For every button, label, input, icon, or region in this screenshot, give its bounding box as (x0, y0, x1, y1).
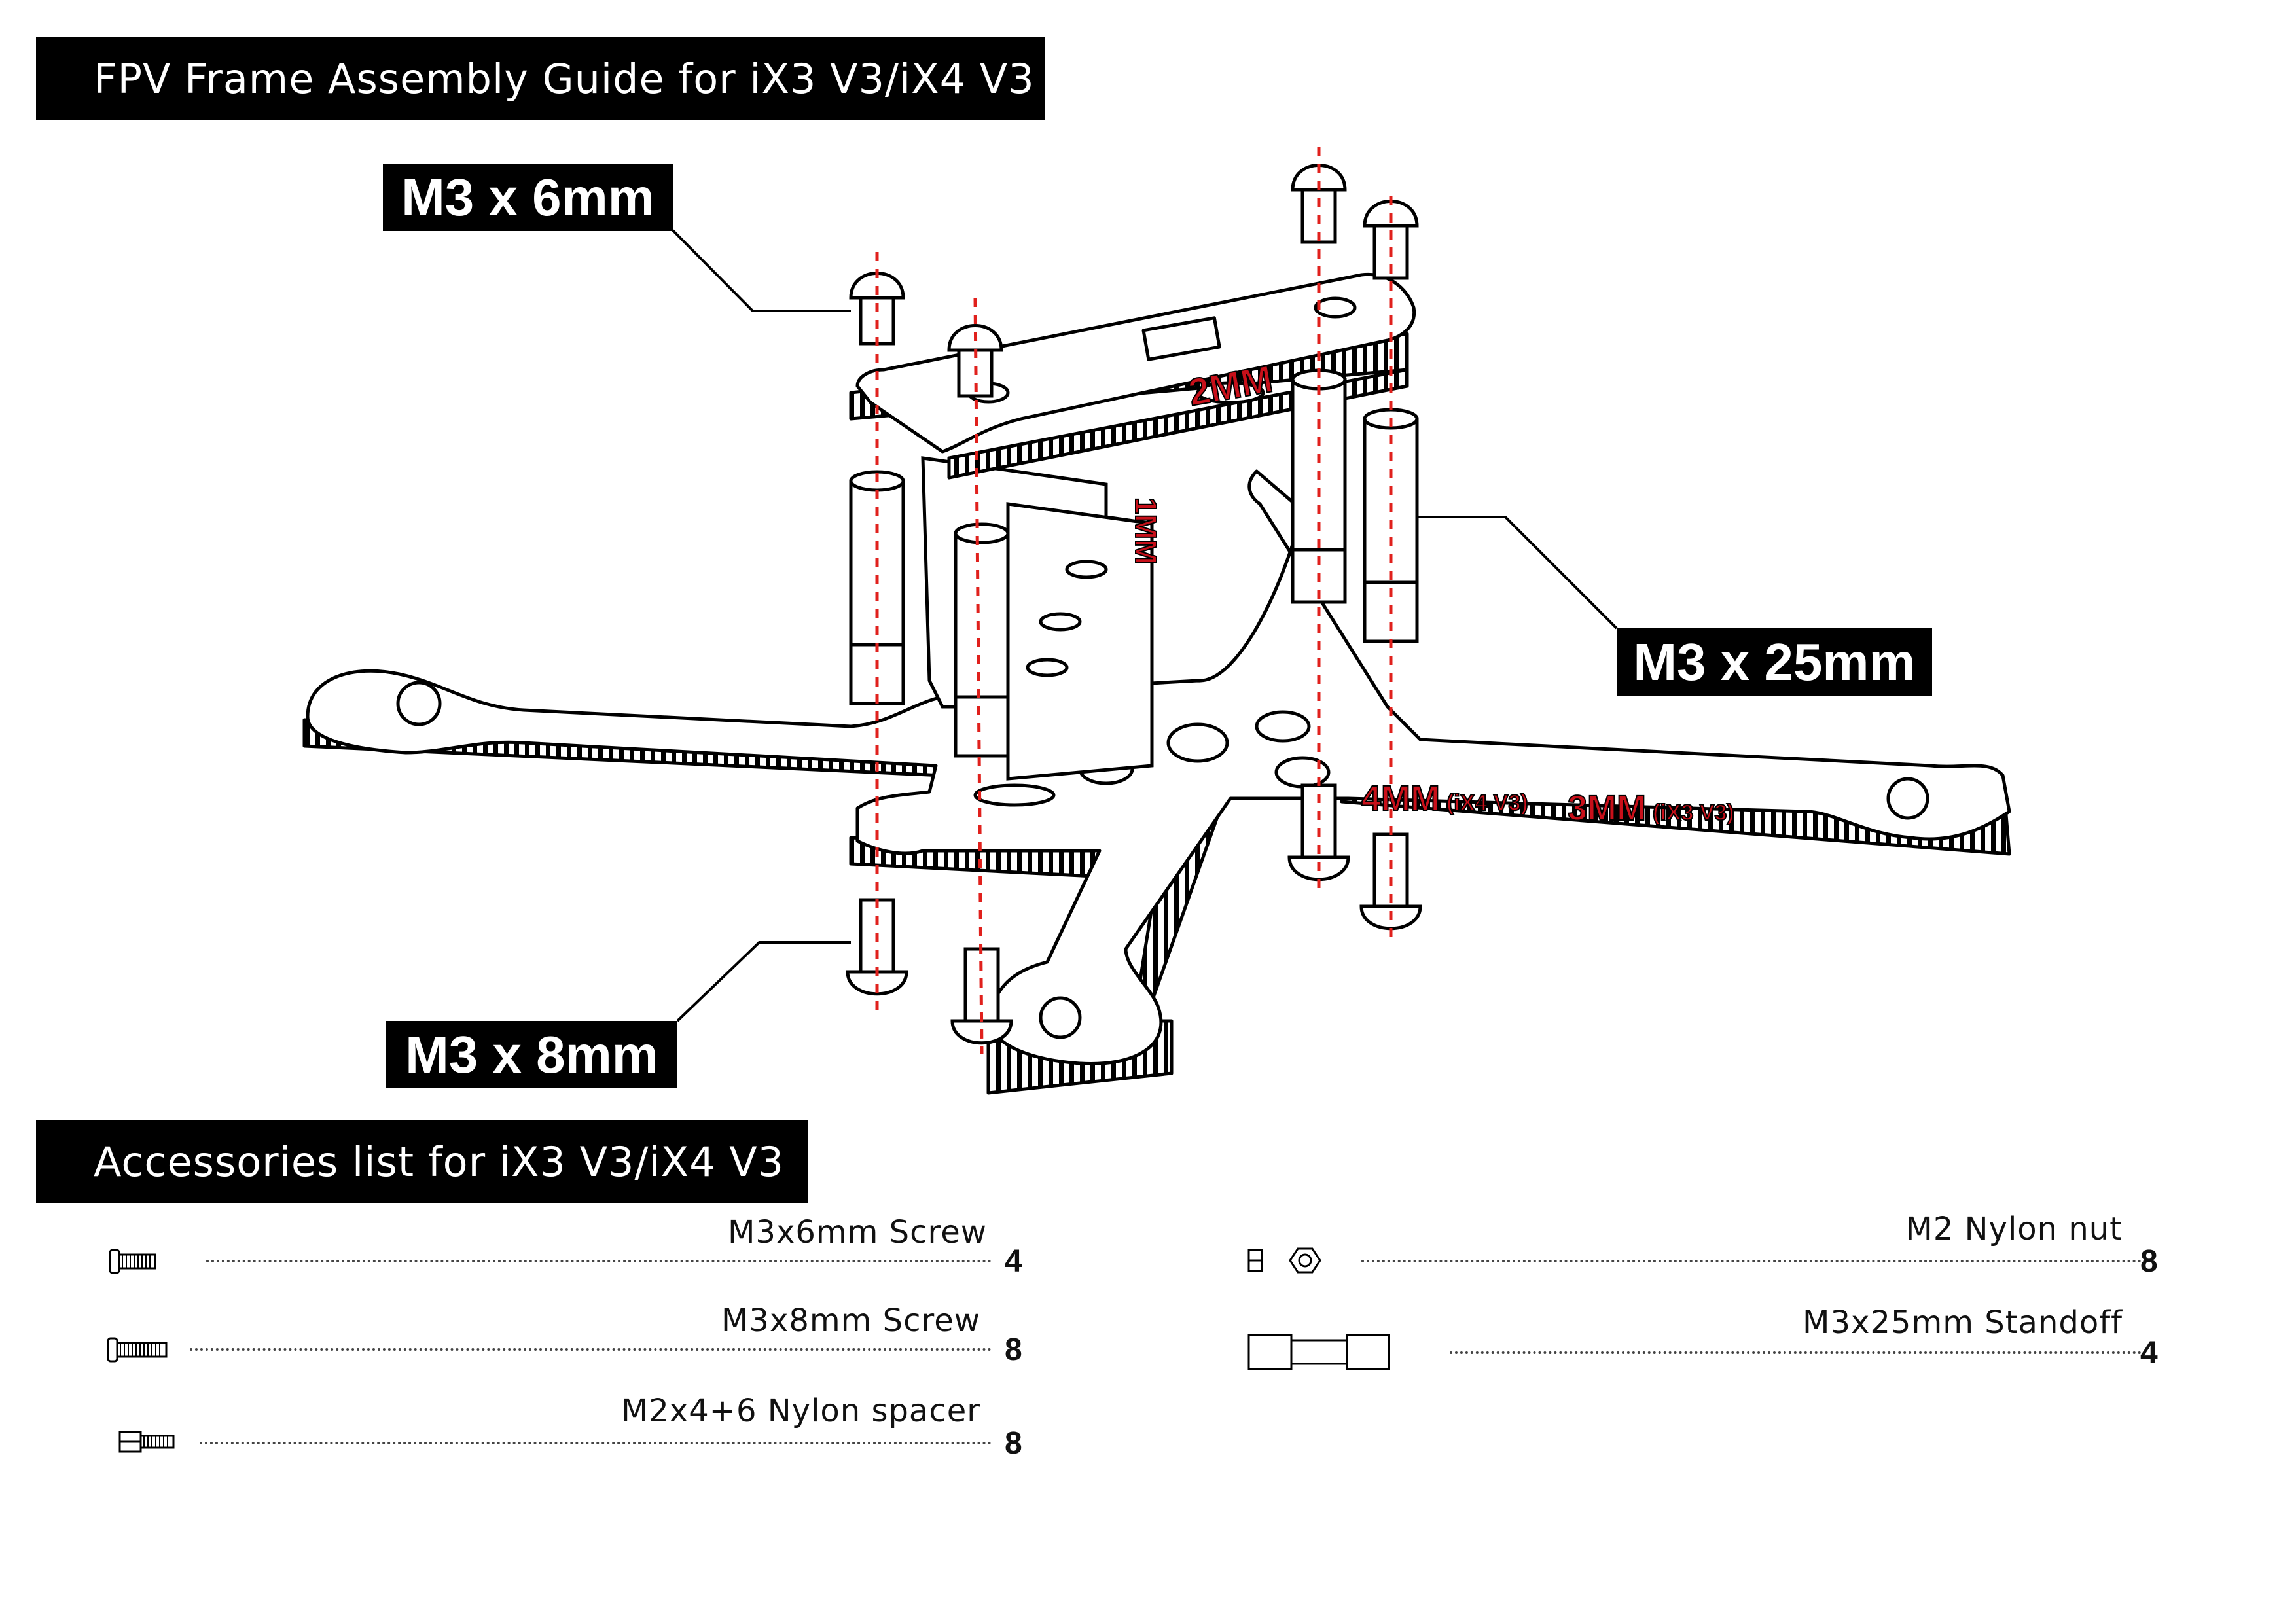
short-screw-icon (109, 1249, 156, 1274)
accessory-name: M2 Nylon nut (1905, 1211, 2123, 1247)
assembly-guide-title-banner: FPV Frame Assembly Guide for iX3 V3/iX4 … (36, 37, 1045, 120)
bottom-plate-and-arms (302, 469, 2011, 1095)
nylon-spacer-icon (118, 1431, 175, 1453)
arm-ix4-version-note: (iX4 V3) (1446, 791, 1528, 815)
accessory-quantity: 8 (1005, 1426, 1022, 1461)
arm-ix3-thickness-label: 3MM (1568, 789, 1646, 828)
accessory-name: M3x25mm Standoff (1803, 1304, 2123, 1341)
nylon-nut-icon (1247, 1247, 1321, 1274)
leader-dots (206, 1260, 992, 1262)
top-screw-callout: M3 x 6mm (383, 164, 673, 231)
accessory-name: M3x8mm Screw (721, 1302, 980, 1339)
arm-ix3-version-note: (iX3 V3) (1653, 800, 1734, 825)
accessories-title-banner: Accessories list for iX3 V3/iX4 V3 (36, 1120, 808, 1203)
standoff-icon (1247, 1334, 1390, 1370)
accessories-title: Accessories list for iX3 V3/iX4 V3 (94, 1137, 785, 1186)
assembly-guide-title: FPV Frame Assembly Guide for iX3 V3/iX4 … (94, 54, 1035, 103)
top-screws (849, 164, 1419, 398)
accessory-quantity: 4 (1005, 1244, 1022, 1279)
bottom-screw-callout-label: M3 x 8mm (405, 1025, 658, 1084)
long-screw-icon (107, 1337, 168, 1363)
accessory-name: M2x4+6 Nylon spacer (620, 1393, 980, 1429)
accessory-quantity: 8 (2140, 1244, 2158, 1279)
bottom-screw-callout: M3 x 8mm (386, 1021, 677, 1088)
accessory-quantity: 8 (1005, 1332, 1022, 1367)
top-screw-callout-label: M3 x 6mm (401, 168, 655, 226)
alignment-guides (875, 147, 1393, 1054)
standoff-callout: M3 x 25mm (1617, 628, 1932, 696)
arm-ix4-thickness-label: 4MM (1361, 779, 1440, 818)
side-plate-thickness-label: 1MM (1129, 497, 1163, 564)
accessory-name: M3x6mm Screw (728, 1214, 987, 1251)
accessory-quantity: 4 (2140, 1336, 2158, 1370)
leader-dots (200, 1442, 992, 1444)
leader-dots (1361, 1260, 2147, 1262)
leader-dots (1450, 1351, 2147, 1354)
leader-lines (672, 229, 1618, 1022)
exploded-frame-diagram: 2MM 1MM 4MM (iX4 V3) 3MM (iX3 V3) (302, 147, 2011, 1095)
leader-dots (190, 1348, 992, 1351)
standoff-callout-label: M3 x 25mm (1633, 632, 1916, 691)
